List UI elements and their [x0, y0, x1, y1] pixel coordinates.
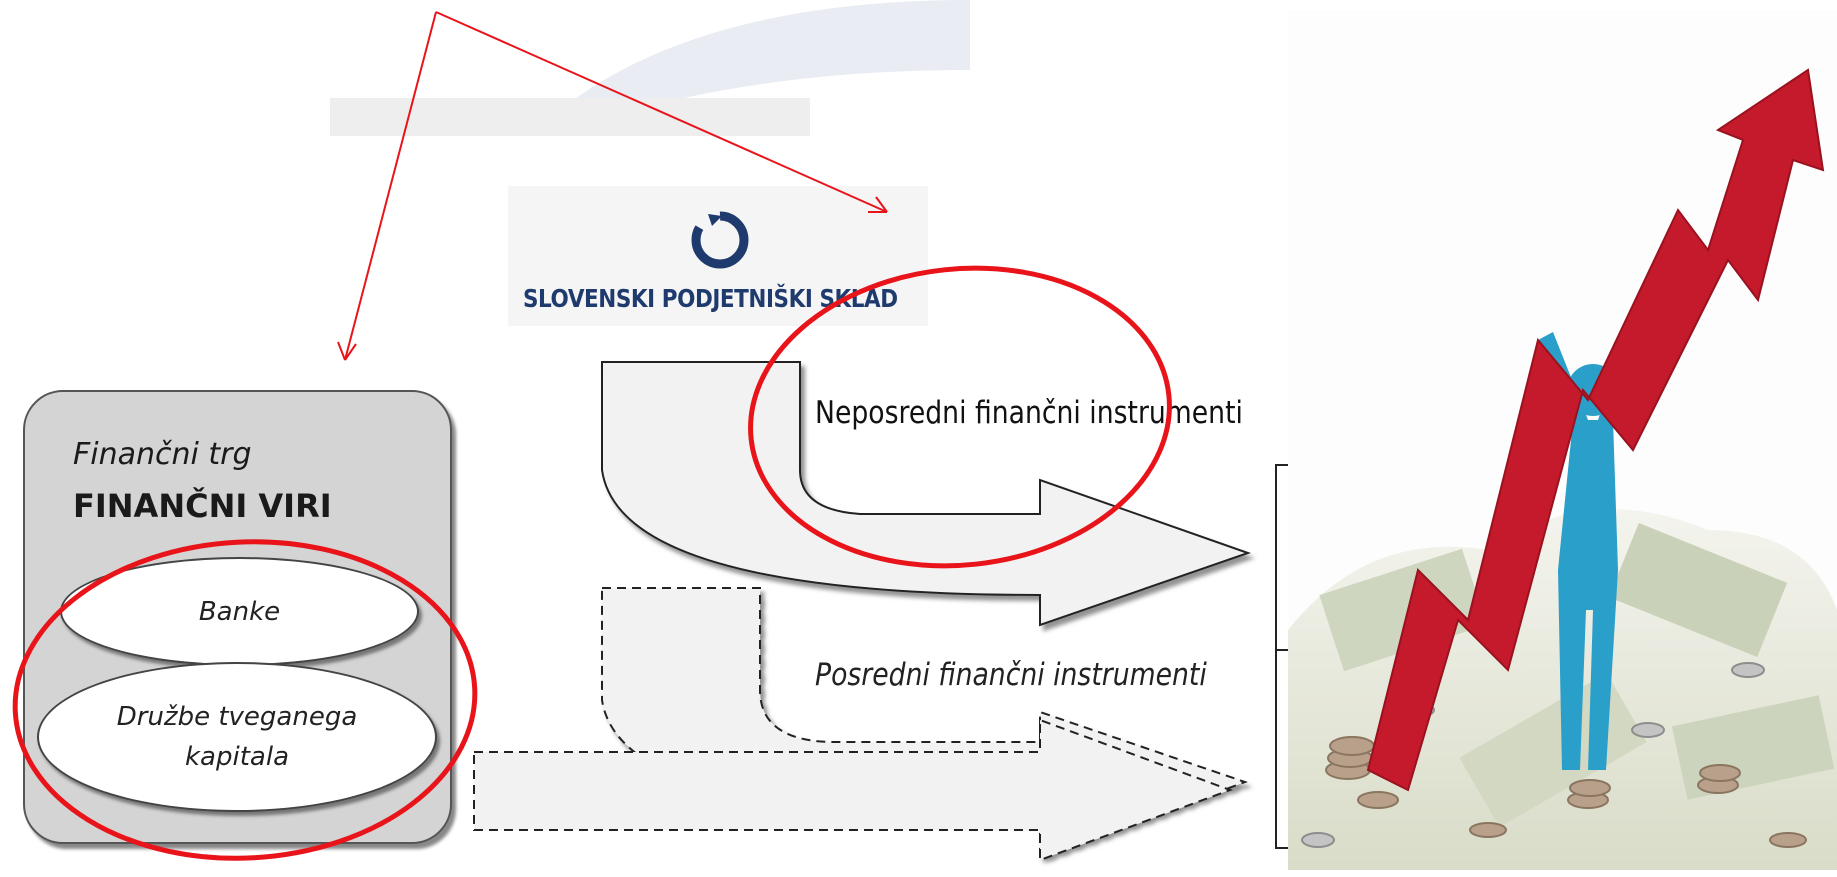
market-subtitle: Finančni trg [73, 437, 252, 472]
annotation-arrow [344, 11, 437, 361]
market-title: FINANČNI VIRI [73, 487, 332, 525]
annotation-circle [12, 539, 478, 861]
annotation-circle [748, 265, 1172, 569]
venture-capital-label: Družbe tveganega kapitala [116, 702, 358, 772]
growth-illustration-svg [1288, 10, 1837, 870]
direct-flow-arrow [601, 361, 1252, 627]
indirect-instruments-label: Posredni finančni instrumenti [815, 657, 1207, 693]
lower-flow-arrow [473, 718, 1233, 862]
financial-market-box: Finančni trg FINANČNI VIRI Banke Družbe … [23, 390, 452, 844]
sps-logo-icon [691, 210, 749, 269]
sps-logo-text: SLOVENSKI PODJETNIŠKI SKLAD [523, 284, 898, 313]
growth-illustration [1288, 10, 1837, 870]
growth-arrow [1366, 68, 1825, 792]
sps-logo: SLOVENSKI PODJETNIŠKI SKLAD [508, 186, 928, 326]
banks-label: Banke [198, 596, 281, 627]
venture-capital-ellipse: Družbe tveganega kapitala [37, 662, 437, 812]
target-bracket [1275, 464, 1290, 849]
